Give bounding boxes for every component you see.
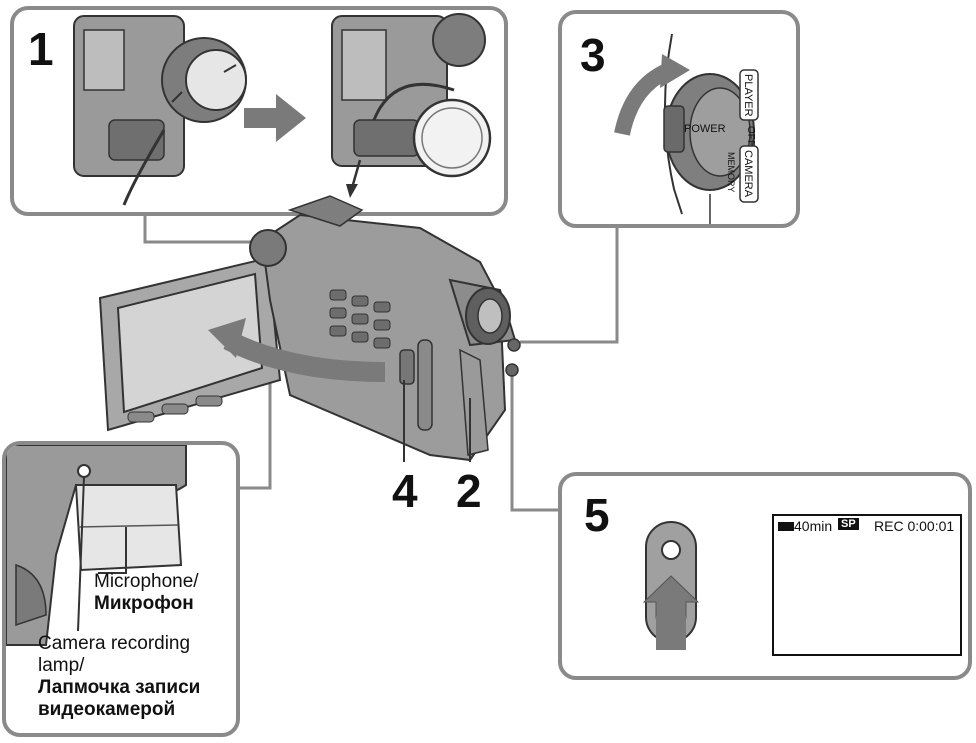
lens-cap-illustration bbox=[73, 13, 492, 206]
step-5-number: 5 bbox=[584, 489, 610, 541]
step-1-number: 1 bbox=[28, 23, 54, 75]
step-4-number: 4 bbox=[392, 465, 418, 517]
panel-step-5: 5 40min SP REC 0:00:01 bbox=[558, 472, 972, 680]
panel-microphone-lamp: Microphone/ Микрофон Camera recording la… bbox=[2, 441, 240, 737]
camera-recording-lamp-label: Camera recording lamp/ Лапмочка записи в… bbox=[38, 633, 201, 720]
power-label: POWER bbox=[684, 123, 726, 135]
off-label: OFF bbox=[745, 126, 756, 146]
lcd-screen: 40min SP REC 0:00:01 bbox=[772, 514, 962, 656]
microphone-label: Microphone/ Микрофон bbox=[94, 571, 199, 614]
battery-time: 40min bbox=[794, 518, 833, 534]
panel-step-1: 1 bbox=[10, 6, 508, 216]
start-stop-button-illustration bbox=[642, 521, 700, 650]
tape-mode-icon: SP bbox=[838, 518, 859, 530]
panel-step-3: 3 POWER PLAYER OFF CAMERA MEMORY bbox=[558, 10, 800, 228]
step-2-number: 2 bbox=[456, 465, 482, 517]
player-label: PLAYER bbox=[742, 74, 754, 117]
rec-counter: REC 0:00:01 bbox=[874, 518, 955, 534]
memory-label: MEMORY bbox=[726, 152, 736, 192]
step-3-number: 3 bbox=[580, 29, 606, 81]
microphone-lamp-illustration bbox=[6, 445, 187, 646]
power-switch-illustration: POWER PLAYER OFF CAMERA MEMORY bbox=[614, 33, 759, 224]
camera-label: CAMERA bbox=[742, 150, 754, 198]
battery-icon bbox=[778, 522, 794, 531]
